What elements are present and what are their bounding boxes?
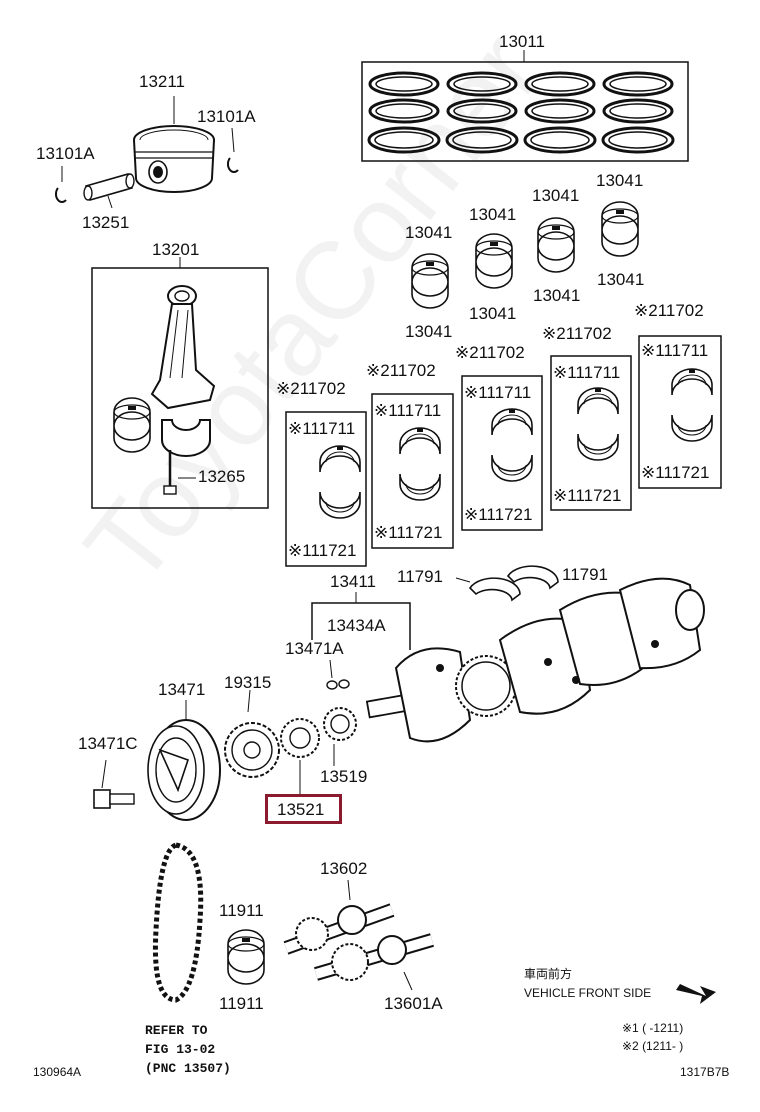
crank-pulley-drawing bbox=[147, 700, 221, 821]
label-11711-3: ※111711 bbox=[464, 383, 532, 402]
label-11702-1: ※211702 bbox=[276, 379, 346, 398]
main-bearing-box-2 bbox=[371, 393, 454, 549]
label-19315: 19315 bbox=[224, 673, 272, 692]
label-13041-e: 13041 bbox=[597, 270, 645, 289]
label-13251: 13251 bbox=[82, 213, 130, 232]
label-13521: 13521 bbox=[277, 800, 325, 819]
label-11791-left: 11791 bbox=[397, 567, 444, 586]
label-11721-2: ※111721 bbox=[374, 523, 443, 542]
label-13041-c: 13041 bbox=[469, 205, 517, 224]
label-13041-a: 13041 bbox=[596, 171, 644, 190]
label-11721-1: ※111721 bbox=[288, 541, 357, 560]
label-11702-4: ※211702 bbox=[542, 324, 612, 343]
label-13471a: 13471A bbox=[285, 639, 344, 658]
balance-shaft-drawing bbox=[283, 879, 434, 991]
timing-chain-drawing bbox=[152, 842, 204, 1003]
label-13471: 13471 bbox=[158, 680, 206, 699]
note-1: ※1 ( -1211) bbox=[622, 1021, 684, 1035]
piston-pin-drawing bbox=[83, 173, 135, 209]
front-arrow-icon bbox=[676, 984, 716, 1004]
label-13602: 13602 bbox=[320, 859, 368, 878]
main-bearing-box-4 bbox=[550, 355, 632, 511]
label-13519: 13519 bbox=[320, 767, 368, 786]
label-13041-g: 13041 bbox=[469, 304, 517, 323]
highlight-box-13521 bbox=[265, 794, 342, 824]
label-13471c: 13471C bbox=[78, 734, 138, 753]
pulley-bolt-drawing bbox=[93, 759, 135, 809]
label-13601a: 13601A bbox=[384, 994, 443, 1013]
label-11702-2: ※211702 bbox=[366, 361, 436, 380]
sprocket-19315-drawing bbox=[224, 689, 280, 778]
piston-drawing bbox=[133, 96, 215, 193]
label-11721-3: ※111721 bbox=[464, 505, 533, 524]
label-13434a: 13434A bbox=[327, 616, 386, 635]
label-13041-b: 13041 bbox=[532, 186, 580, 205]
label-11791-right: 11791 bbox=[562, 565, 609, 584]
refer-line-2: FIG 13-02 bbox=[145, 1042, 216, 1057]
note-2: ※2 (1211- ) bbox=[622, 1039, 684, 1053]
sprocket-13521-drawing bbox=[280, 718, 320, 794]
label-13011: 13011 bbox=[499, 32, 546, 51]
label-13101a-right: 13101A bbox=[197, 107, 256, 126]
label-13041-f: 13041 bbox=[533, 286, 581, 305]
label-13041-d: 13041 bbox=[405, 223, 453, 242]
label-11911-top: 11911 bbox=[219, 901, 264, 920]
piston-ring-box bbox=[361, 61, 689, 162]
front-side-en: VEHICLE FRONT SIDE bbox=[524, 986, 652, 1000]
main-bearing-box-3 bbox=[461, 375, 543, 531]
refer-line-1: REFER TO bbox=[145, 1023, 208, 1038]
label-11711-1: ※111711 bbox=[288, 419, 356, 438]
label-13211: 13211 bbox=[139, 72, 186, 91]
main-bearing-box-1 bbox=[285, 411, 367, 567]
refer-line-3: (PNC 13507) bbox=[145, 1061, 231, 1076]
label-13411: 13411 bbox=[330, 572, 377, 591]
sprocket-13519-drawing bbox=[323, 707, 357, 766]
label-11721-4: ※111721 bbox=[553, 486, 622, 505]
front-side-jp: 車両前方 bbox=[524, 967, 573, 981]
label-11711-2: ※111711 bbox=[374, 401, 442, 420]
label-13201: 13201 bbox=[152, 240, 200, 259]
label-11711-4: ※111711 bbox=[553, 363, 621, 382]
figure-code-left: 130964A bbox=[33, 1065, 82, 1079]
figure-code-right: 1317B7B bbox=[680, 1065, 730, 1079]
label-11702-3: ※211702 bbox=[455, 343, 525, 362]
label-11702-5: ※211702 bbox=[634, 301, 704, 320]
connecting-rod-drawing bbox=[150, 285, 216, 495]
label-11911-bottom: 11911 bbox=[219, 994, 264, 1013]
label-13265: 13265 bbox=[198, 467, 246, 486]
main-bearing-box-5 bbox=[638, 335, 722, 489]
label-13041-h: 13041 bbox=[405, 322, 453, 341]
label-13101a-left: 13101A bbox=[36, 144, 95, 163]
label-11721-5: ※111721 bbox=[641, 463, 710, 482]
label-11711-5: ※111711 bbox=[641, 341, 709, 360]
crankshaft-drawing bbox=[365, 577, 705, 743]
